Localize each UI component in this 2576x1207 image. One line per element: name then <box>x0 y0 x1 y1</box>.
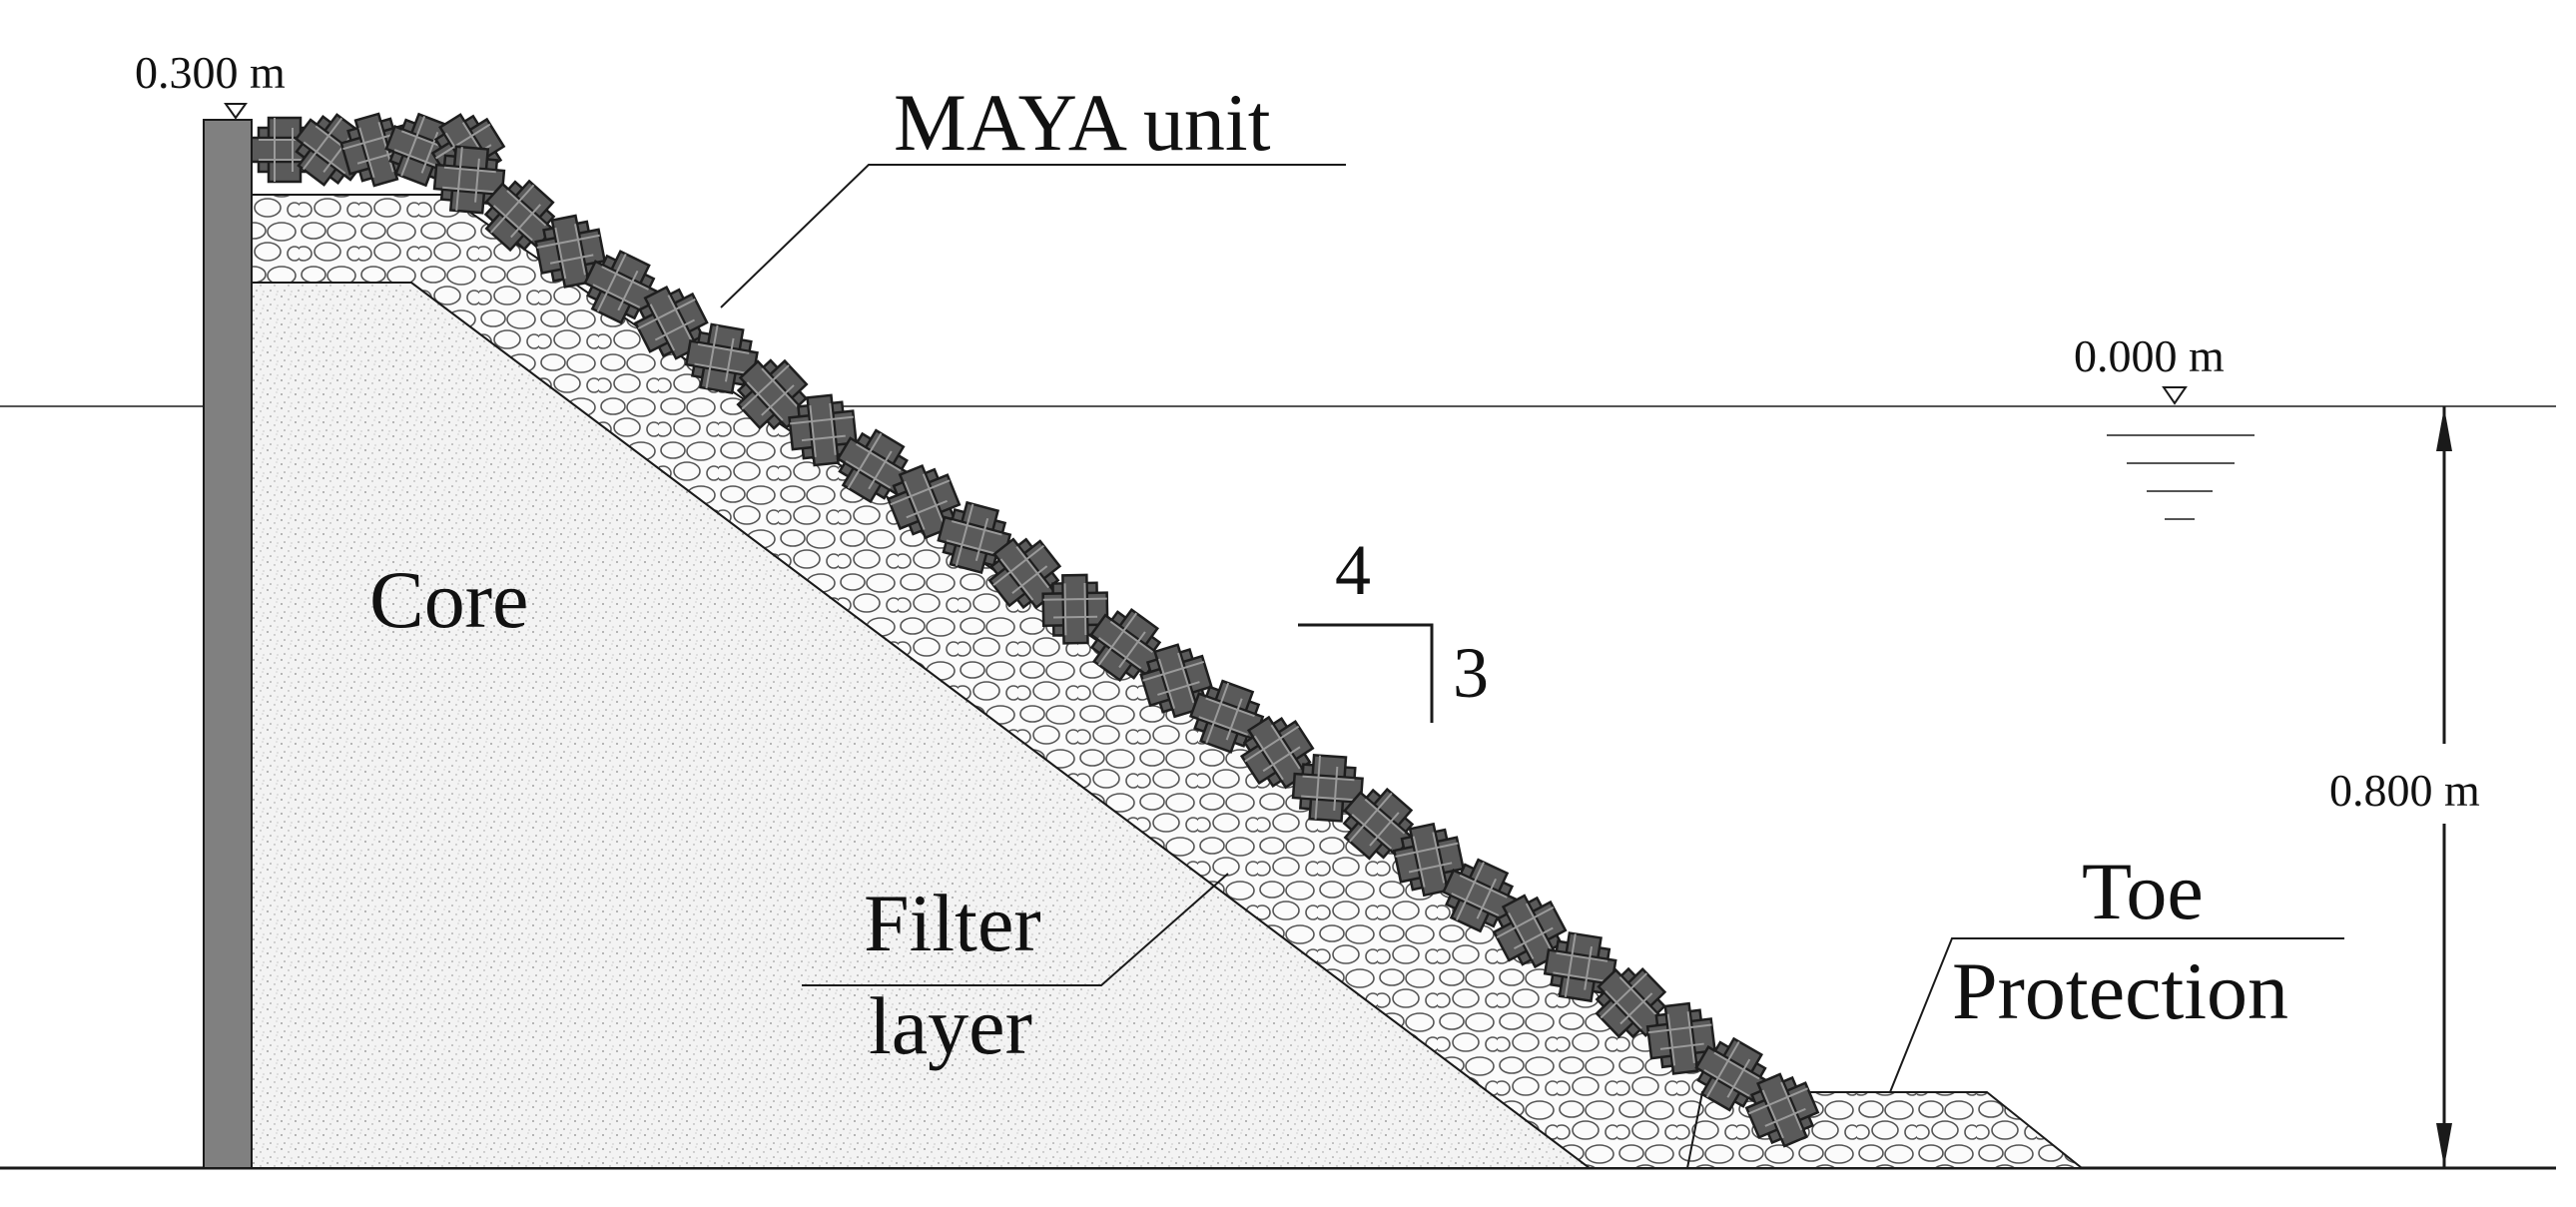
crest-level-marker <box>224 103 248 120</box>
maya-unit-label: MAYA unit <box>894 77 1271 168</box>
toe-protection-region <box>1685 1091 2085 1169</box>
swl-marker <box>2162 386 2188 405</box>
toe-label-line1: Toe <box>2082 846 2204 936</box>
maya-unit-block <box>1239 715 1315 790</box>
maya-unit-block <box>1392 822 1466 898</box>
maya-unit-block <box>1543 931 1617 1003</box>
maya-unit-block <box>432 145 506 215</box>
maya-unit-block <box>836 428 911 504</box>
maya-unit-block <box>633 285 709 360</box>
maya-armour-layer <box>249 112 1820 1148</box>
core-label: Core <box>369 554 528 645</box>
maya-unit-block <box>1188 679 1265 754</box>
slope-indicator <box>1298 623 1434 723</box>
crown-wall <box>203 119 253 1169</box>
maya-unit-block <box>1291 754 1364 823</box>
maya-unit-block <box>788 393 858 467</box>
toe-label-line2: Protection <box>1952 945 2288 1036</box>
maya-unit-block <box>1342 787 1415 861</box>
toe-protection-leader <box>1889 937 2344 1093</box>
maya-unit-block <box>987 537 1062 610</box>
swl-level-label: 0.000 m <box>2074 330 2225 381</box>
maya-unit-leader <box>720 164 1346 308</box>
maya-unit-block <box>1441 858 1518 933</box>
maya-unit-block <box>1694 1036 1769 1112</box>
maya-unit-block <box>1492 894 1568 969</box>
maya-unit-block <box>1744 1072 1820 1148</box>
maya-unit-block <box>1595 966 1667 1039</box>
maya-unit-block <box>1139 643 1213 719</box>
depth-label: 0.800 m <box>2329 765 2480 816</box>
slope-vertical-label: 4 <box>1335 530 1371 610</box>
maya-unit-block <box>1089 607 1162 683</box>
filter-layer-leader <box>802 873 1229 986</box>
maya-unit-block <box>483 179 556 253</box>
maya-unit-block <box>1041 573 1109 645</box>
water-surface-symbol <box>2107 434 2254 520</box>
filter-label-line1: Filter <box>864 878 1041 968</box>
maya-unit-block <box>684 322 759 394</box>
filter-label-line2: layer <box>869 980 1032 1071</box>
maya-unit-block <box>534 214 607 289</box>
maya-unit-block <box>583 250 659 324</box>
maya-unit-block <box>886 463 962 540</box>
slope-horizontal-label: 3 <box>1453 633 1489 713</box>
crest-level-label: 0.300 m <box>135 47 286 98</box>
maya-unit-block <box>937 500 1012 575</box>
maya-unit-block <box>1645 1001 1716 1075</box>
maya-unit-block <box>736 358 809 430</box>
